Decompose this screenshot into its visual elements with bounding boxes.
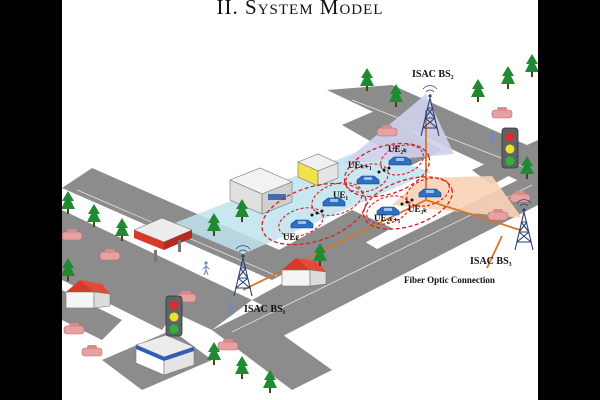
coverage-ellipse: [345, 163, 389, 193]
label-ue-2k1: UE₂ₖ₊₁: [374, 213, 401, 223]
house-icon: [229, 167, 293, 215]
ue-cluster-bs2: [343, 142, 431, 198]
beam-bs3: [392, 176, 522, 218]
coverage-ellipse: [363, 176, 453, 230]
car-icon: [81, 344, 103, 357]
label-ue-k: UEₖ: [283, 232, 300, 242]
label-ue-1: UE₁: [333, 190, 349, 200]
tree-icon: [471, 79, 485, 102]
car-icon: [491, 106, 513, 119]
section-number: II.: [216, 0, 239, 19]
car-icon: [418, 188, 442, 198]
tree-icon: [525, 54, 538, 77]
label-ue-3k: UE₃ₖ: [408, 204, 427, 214]
buildings: [65, 153, 339, 376]
car-icon: [290, 219, 314, 229]
traffic-light-icon: [501, 127, 519, 169]
coverage-ellipse: [380, 144, 424, 176]
system-model-illustration: ISAC BS₂ ISAC BS₃ ISAC BS₁ Fiber Optic C…: [62, 54, 538, 393]
label-bs1: ISAC BS₁: [244, 304, 286, 315]
label-bs3: ISAC BS₃: [470, 256, 512, 267]
car-icon: [356, 175, 380, 185]
coverage-ellipse: [406, 177, 450, 207]
label-fiber: Fiber Optic Connection: [404, 275, 495, 285]
tree-icon: [62, 191, 75, 214]
house-icon: [281, 258, 327, 287]
label-ue-2k: UE₂ₖ: [388, 144, 407, 154]
ue-cluster-bs1: [261, 182, 367, 246]
label-ue-k1: UEₖ₊₁: [348, 160, 372, 170]
coverage-ellipse: [278, 207, 324, 237]
gas-station-icon: [133, 217, 193, 262]
label-bs2: ISAC BS₂: [412, 69, 454, 80]
coverage-ellipse: [261, 182, 367, 246]
coverage-ellipse: [366, 195, 410, 225]
store-icon: [135, 334, 195, 376]
traffic-light-icon: [165, 295, 183, 337]
labels: ISAC BS₂ ISAC BS₃ ISAC BS₁ Fiber Optic C…: [244, 69, 512, 315]
pedestrian-icon: [202, 260, 210, 276]
tree-icon: [501, 66, 515, 89]
section-title: System Model: [245, 0, 384, 19]
road-network: [62, 85, 538, 390]
yellow-shop-icon: [297, 153, 339, 187]
house-icon: [65, 280, 111, 309]
coverage-ellipse: [311, 182, 363, 216]
section-heading: II. System Model: [62, 0, 538, 26]
coverage-ellipse: [343, 142, 431, 198]
ue-cluster-bs3: [363, 176, 453, 230]
car-icon: [388, 156, 412, 166]
diagram-canvas: II. System Model: [62, 0, 538, 400]
tree-icon: [235, 356, 249, 379]
